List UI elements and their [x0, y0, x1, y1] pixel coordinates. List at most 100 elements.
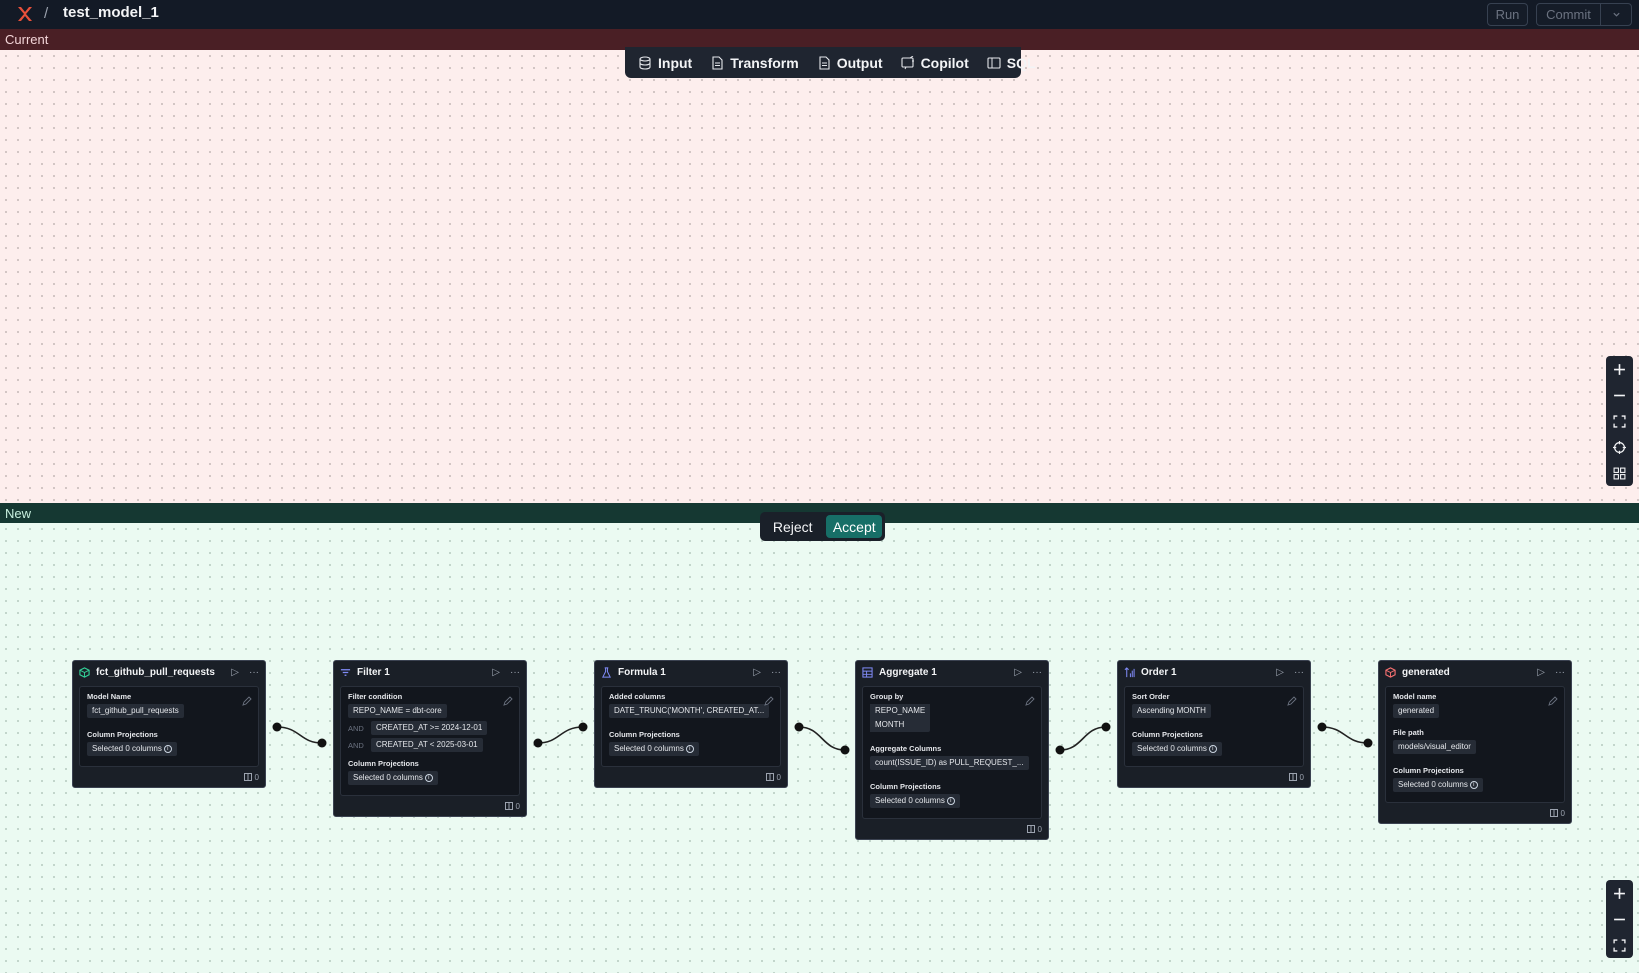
node-header[interactable]: Filter 1 ▷···: [334, 661, 526, 684]
projections-text: Selected 0 columns: [614, 744, 684, 753]
copilot-icon: [901, 55, 914, 69]
edit-icon[interactable]: [1548, 693, 1558, 706]
node-toolbar: Input Transform Output Copilot SQL: [625, 47, 1036, 78]
fit-view-icon[interactable]: [1606, 408, 1633, 434]
flask-icon: [601, 667, 612, 678]
info-icon[interactable]: i: [1469, 780, 1478, 789]
node-source-model[interactable]: fct_github_pull_requests ▷··· Model Name…: [72, 660, 266, 788]
commit-button-label[interactable]: Commit: [1537, 4, 1601, 25]
field-label: Model Name: [87, 692, 132, 701]
toolbar-input-button[interactable]: Input: [629, 47, 701, 78]
node-formula[interactable]: Formula 1 ▷··· Added columns DATE_TRUNC(…: [594, 660, 788, 788]
zoom-in-icon[interactable]: [1606, 356, 1633, 382]
more-options-icon[interactable]: ···: [1555, 667, 1565, 678]
edit-icon[interactable]: [764, 693, 774, 706]
node-title: generated: [1402, 667, 1450, 678]
zoom-out-icon[interactable]: [1606, 906, 1633, 932]
column-count: 0: [254, 772, 259, 782]
toolbar-output-label: Output: [836, 54, 883, 71]
projections-text: Selected 0 columns: [875, 796, 945, 805]
projections-text: Selected 0 columns: [1398, 780, 1468, 789]
more-options-icon[interactable]: ···: [1294, 667, 1304, 678]
toolbar-sql-button[interactable]: SQL: [978, 47, 1045, 78]
field-label: Filter condition: [348, 692, 403, 701]
more-options-icon[interactable]: ···: [249, 667, 259, 678]
node-header[interactable]: Order 1 ▷ ···: [1118, 661, 1310, 684]
zoom-in-icon[interactable]: [1606, 880, 1633, 906]
chevron-down-icon[interactable]: [1601, 10, 1631, 19]
node-output-model[interactable]: generated ▷ ··· Model name generated File…: [1378, 660, 1572, 824]
more-options-icon[interactable]: ···: [1032, 667, 1042, 678]
columns-icon: [1549, 809, 1558, 817]
node-header[interactable]: Formula 1 ▷ ···: [595, 661, 787, 684]
play-icon[interactable]: ▷: [753, 667, 761, 678]
info-icon[interactable]: i: [163, 744, 172, 753]
toolbar-copilot-label: Copilot: [920, 54, 969, 71]
info-icon[interactable]: i: [946, 796, 955, 805]
commit-button[interactable]: Commit: [1536, 3, 1632, 26]
fit-view-icon[interactable]: [1606, 932, 1633, 958]
node-title: Aggregate 1: [879, 667, 937, 678]
target-icon[interactable]: [1606, 434, 1633, 460]
node-footer: 0: [334, 796, 526, 816]
columns-icon: [1026, 825, 1035, 833]
aggregate-column-chip: count(ISSUE_ID) as PULL_REQUEST_...: [870, 756, 1029, 770]
play-icon[interactable]: ▷: [1537, 667, 1545, 678]
and-keyword: AND: [348, 740, 364, 750]
toolbar-transform-button[interactable]: Transform: [701, 47, 807, 78]
added-column-chip: DATE_TRUNC('MONTH', CREATED_AT...: [609, 704, 770, 718]
toolbar-output-button[interactable]: Output: [808, 47, 892, 78]
more-options-icon[interactable]: ···: [771, 667, 781, 678]
current-canvas[interactable]: [0, 50, 1639, 503]
edit-icon[interactable]: [503, 693, 513, 706]
play-icon[interactable]: ▷: [231, 667, 239, 678]
field-label: Column Projections: [348, 759, 419, 768]
info-icon[interactable]: i: [424, 773, 433, 782]
field-label: File path: [1393, 728, 1424, 737]
field-label: Column Projections: [609, 730, 680, 739]
node-filter[interactable]: Filter 1 ▷··· Filter condition REPO_NAME…: [333, 660, 527, 817]
edit-icon[interactable]: [242, 693, 252, 706]
node-header[interactable]: Aggregate 1 ▷ ···: [856, 661, 1048, 684]
zoom-out-icon[interactable]: [1606, 382, 1633, 408]
columns-icon: [504, 802, 513, 810]
cube-icon: [1385, 667, 1396, 678]
run-button[interactable]: Run: [1487, 3, 1528, 26]
edit-icon[interactable]: [1287, 693, 1297, 706]
node-aggregate[interactable]: Aggregate 1 ▷··· Group by REPO_NAME MONT…: [855, 660, 1049, 840]
info-icon[interactable]: i: [685, 744, 694, 753]
columns-icon: [243, 773, 252, 781]
decision-bar: Reject Accept: [760, 512, 885, 541]
node-order[interactable]: Order 1 ▷··· Sort Order Ascending MONTH …: [1117, 660, 1311, 788]
play-icon[interactable]: ▷: [492, 667, 500, 678]
filter-condition-chip: CREATED_AT >= 2024-12-01: [371, 721, 488, 735]
node-footer: 0: [856, 819, 1048, 839]
play-icon[interactable]: ▷: [1276, 667, 1284, 678]
info-icon[interactable]: i: [1208, 744, 1217, 753]
reject-button[interactable]: Reject: [772, 518, 813, 535]
edit-icon[interactable]: [1025, 693, 1035, 706]
node-title: Order 1: [1141, 667, 1177, 678]
field-label: Model name: [1393, 692, 1437, 701]
field-label: Column Projections: [870, 782, 941, 791]
node-footer: 0: [73, 767, 265, 787]
grid-layout-icon[interactable]: [1606, 460, 1633, 486]
play-icon[interactable]: ▷: [1014, 667, 1022, 678]
app-logo-icon[interactable]: [16, 5, 34, 23]
filter-condition-chip: REPO_NAME = dbt-core: [348, 704, 447, 718]
document-icon: [819, 55, 830, 70]
node-title: Formula 1: [618, 667, 666, 678]
zoom-controls-current: [1606, 356, 1633, 486]
accept-button[interactable]: Accept: [826, 515, 882, 538]
table-icon: [862, 667, 873, 678]
toolbar-copilot-button[interactable]: Copilot: [892, 47, 978, 78]
node-header[interactable]: generated ▷ ···: [1379, 661, 1571, 684]
node-header[interactable]: fct_github_pull_requests ▷···: [73, 661, 265, 684]
more-options-icon[interactable]: ···: [510, 667, 520, 678]
